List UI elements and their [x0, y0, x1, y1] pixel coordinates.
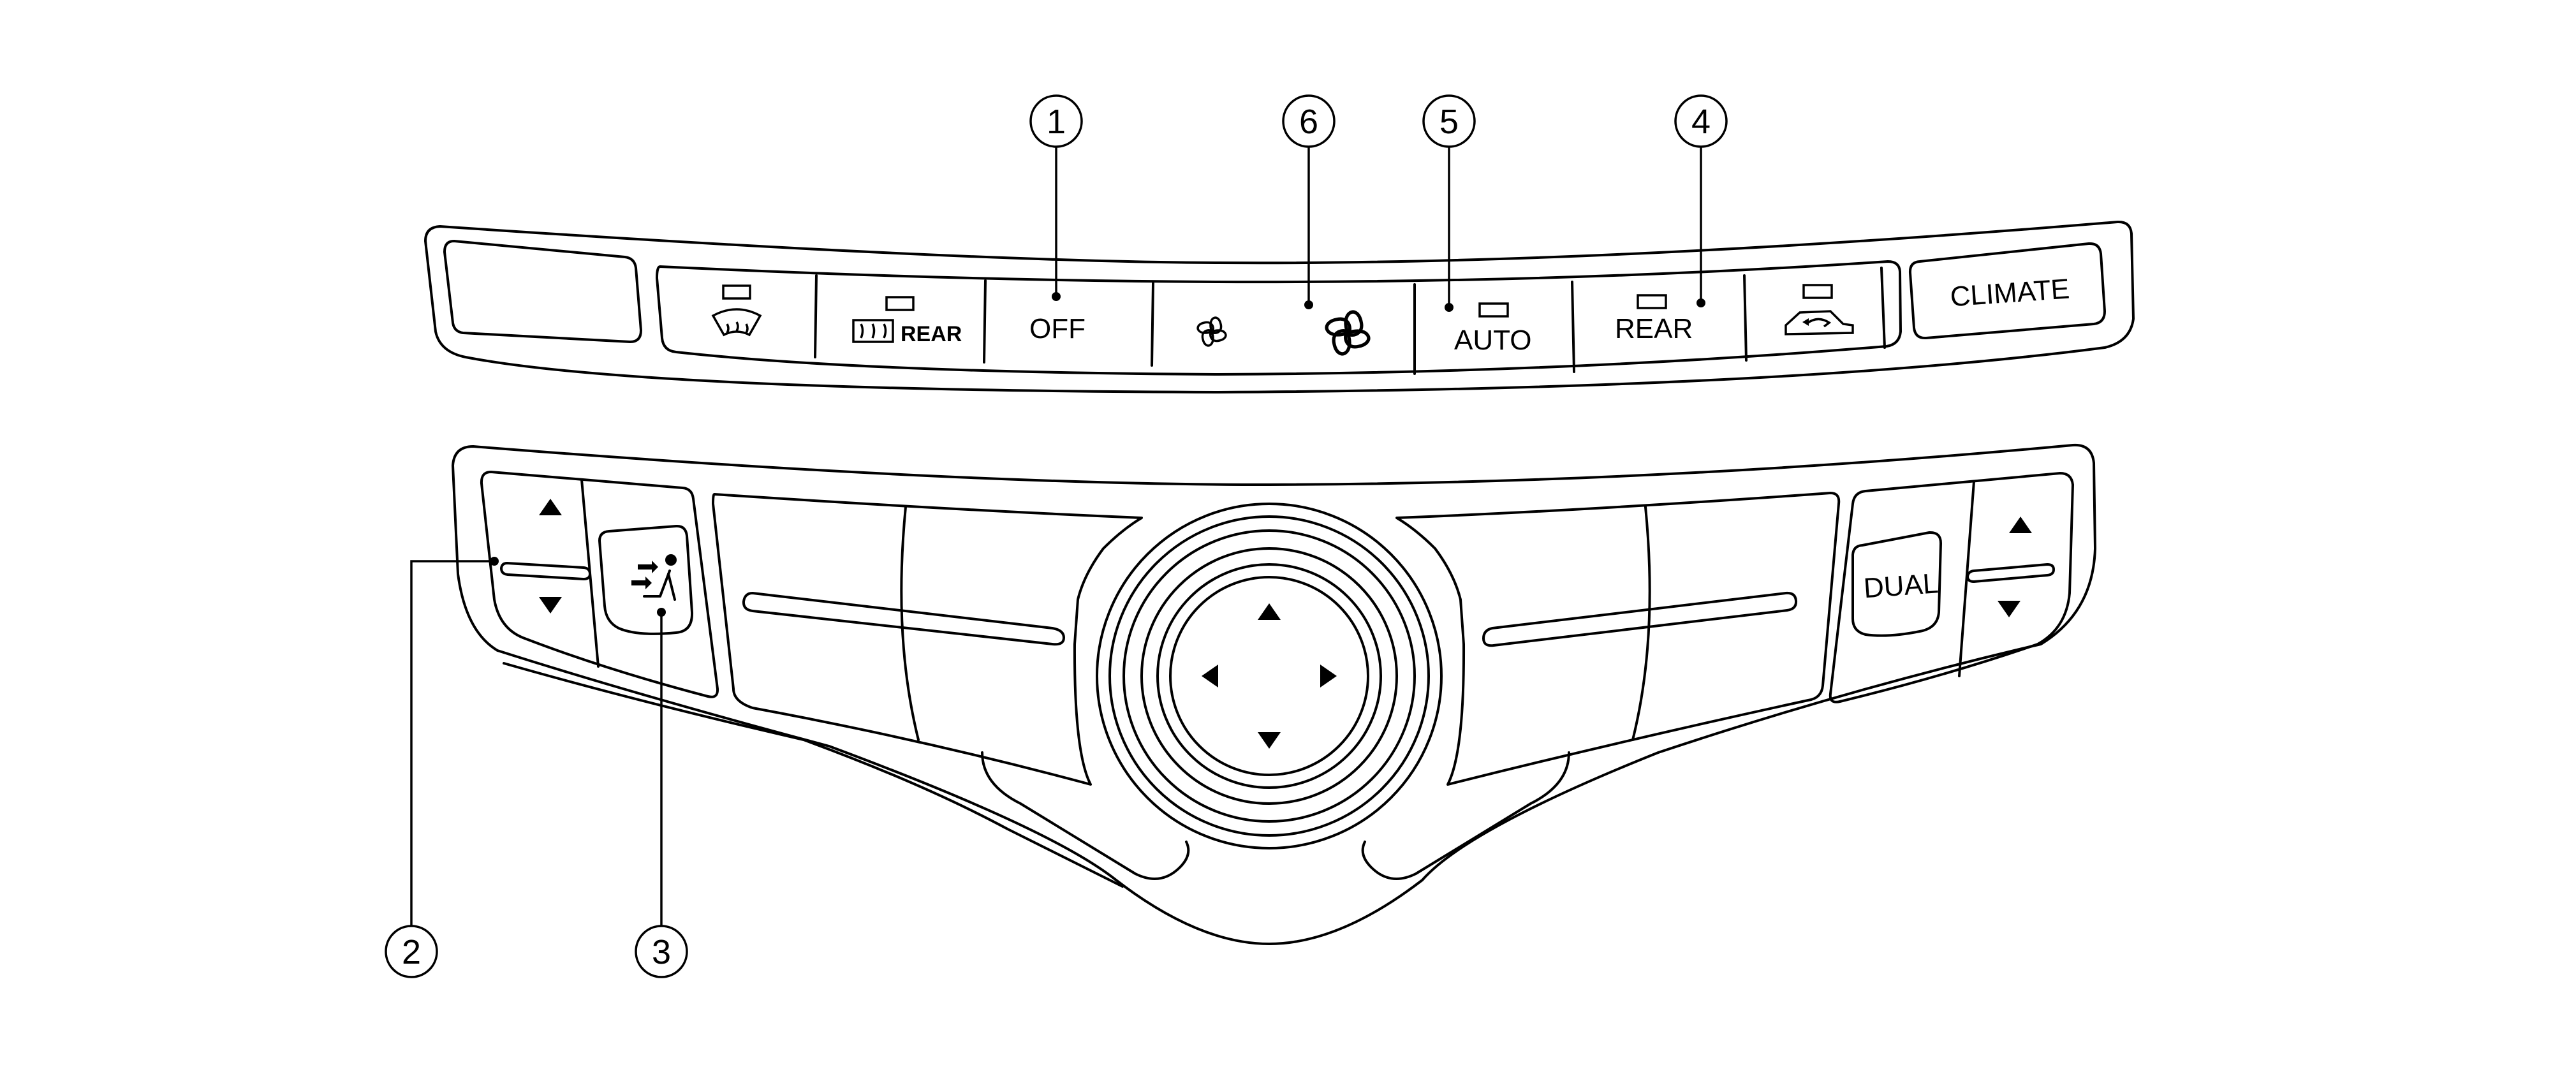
climate-button[interactable] [1908, 242, 2106, 340]
bottom-panel-inner-edge [503, 662, 1124, 888]
auto-button-label: AUTO [1454, 325, 1531, 356]
bottom-panel-outer-bezel [452, 443, 2096, 945]
divider [814, 274, 818, 358]
left-temp-slot [500, 562, 591, 580]
right-display-area [1395, 492, 1841, 786]
auto-button[interactable]: AUTO [1454, 302, 1531, 356]
top-control-panel: REAR OFF AUTO [424, 220, 2135, 393]
rear-button[interactable]: REAR [1615, 294, 1693, 344]
dial-ring [1108, 515, 1430, 837]
fan-low-icon [1196, 316, 1227, 347]
dial-down-icon[interactable] [1258, 732, 1281, 749]
callout-5: 5 [1422, 94, 1476, 312]
rear-defroster-label: REAR [901, 322, 962, 346]
dial-ring [1122, 529, 1416, 823]
recirculation-button[interactable] [1785, 284, 1854, 335]
left-temp-up-icon[interactable] [539, 499, 562, 515]
dial-ring [1140, 547, 1398, 805]
top-panel-inner-edge [656, 260, 1902, 376]
callout-6-number: 6 [1299, 103, 1318, 141]
indicator-light [722, 284, 751, 300]
left-slider-strip [742, 592, 1065, 646]
callout-4-number: 4 [1691, 103, 1711, 141]
callout-6: 6 [1282, 94, 1336, 309]
callouts: 1 6 5 4 2 [385, 94, 1728, 978]
air-flow-mode-button[interactable] [598, 524, 694, 635]
callout-1-number: 1 [1047, 103, 1066, 141]
dual-button[interactable] [1851, 531, 1942, 637]
left-temp-rocker[interactable] [480, 471, 719, 698]
center-dial[interactable] [1096, 503, 1443, 849]
callout-5-number: 5 [1439, 103, 1459, 141]
divider [1151, 282, 1154, 367]
fan-high-icon [1325, 310, 1371, 356]
dial-up-icon[interactable] [1258, 603, 1281, 620]
lower-left-foot [981, 751, 1190, 880]
dial-right-icon[interactable] [1320, 665, 1337, 687]
dial-ring [1156, 563, 1382, 789]
callout-4: 4 [1674, 94, 1728, 307]
rear-window-heater-icon [852, 319, 894, 343]
right-temp-slot [1966, 563, 2055, 583]
climate-button-label: CLIMATE [1949, 273, 2070, 312]
right-temp-down-icon[interactable] [1998, 601, 2020, 617]
divider [1743, 274, 1748, 362]
callout-2: 2 [385, 557, 499, 978]
lower-right-foot [1361, 751, 1570, 880]
bottom-control-panel: DUAL [452, 443, 2096, 945]
dial-left-icon[interactable] [1202, 665, 1218, 687]
front-defroster-button[interactable] [711, 284, 762, 337]
divider [1631, 506, 1651, 741]
left-display-area [712, 493, 1143, 786]
blank-button[interactable] [443, 240, 642, 343]
fan-speed-down-button[interactable] [1196, 316, 1227, 347]
top-panel-outer-bezel [424, 220, 2135, 393]
callout-3: 3 [635, 608, 688, 978]
divider [983, 279, 987, 364]
left-temp-down-icon[interactable] [539, 597, 562, 614]
divider [1880, 267, 1886, 349]
divider [900, 506, 920, 741]
dial-outer-ring [1096, 503, 1443, 849]
rear-button-label: REAR [1615, 313, 1693, 344]
indicator-light [1637, 294, 1667, 309]
air-flow-mode-icon [631, 554, 677, 601]
right-temp-up-icon[interactable] [2009, 517, 2032, 533]
callout-1: 1 [1029, 94, 1083, 301]
off-button-label[interactable]: OFF [1029, 313, 1086, 344]
fan-speed-up-button[interactable] [1325, 310, 1371, 356]
right-slider-strip [1482, 591, 1798, 647]
indicator-light [1802, 284, 1833, 299]
air-recirculation-icon [1785, 310, 1854, 335]
callout-3-number: 3 [652, 933, 671, 971]
dual-button-label: DUAL [1862, 568, 1939, 604]
dial-center-button[interactable] [1169, 576, 1369, 776]
front-defroster-icon [711, 308, 762, 337]
right-temp-rocker[interactable] [1829, 472, 2074, 703]
indicator-light [1478, 302, 1509, 318]
callout-2-number: 2 [402, 933, 421, 971]
rear-defroster-button[interactable]: REAR [852, 296, 962, 346]
divider [1571, 281, 1575, 373]
indicator-light [885, 296, 915, 311]
